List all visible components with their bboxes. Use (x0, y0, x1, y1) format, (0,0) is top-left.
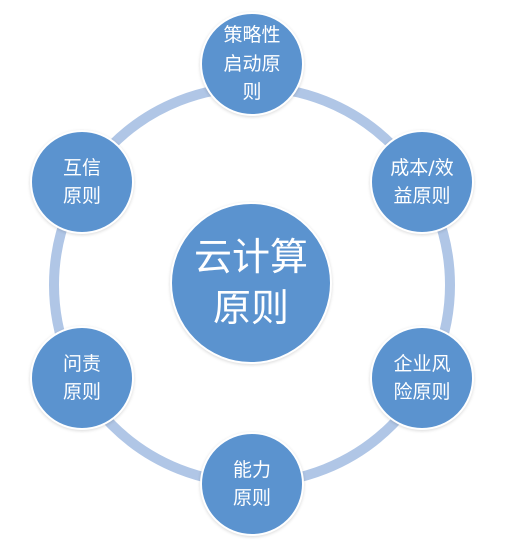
node-cost-benefit-principle: 成本/效 益原则 (370, 130, 474, 234)
node-strategic-startup-principle: 策略性 启动原 则 (200, 12, 304, 116)
node-label: 成本/效 益原则 (390, 156, 454, 208)
node-label: 策略性 启动原 则 (223, 24, 281, 104)
node-label: 问责 原则 (62, 352, 101, 404)
node-label: 互信 原则 (62, 156, 101, 208)
node-enterprise-risk-principle: 企业风 险原则 (370, 326, 474, 430)
center-node-label: 云计算 原则 (193, 234, 308, 330)
center-node-cloud-computing-principles: 云计算 原则 (170, 202, 332, 364)
node-label: 企业风 险原则 (393, 352, 451, 404)
node-capability-principle: 能力 原则 (200, 432, 304, 536)
node-accountability-principle: 问责 原则 (30, 326, 134, 430)
node-label: 能力 原则 (232, 458, 271, 510)
node-mutual-trust-principle: 互信 原则 (30, 130, 134, 234)
